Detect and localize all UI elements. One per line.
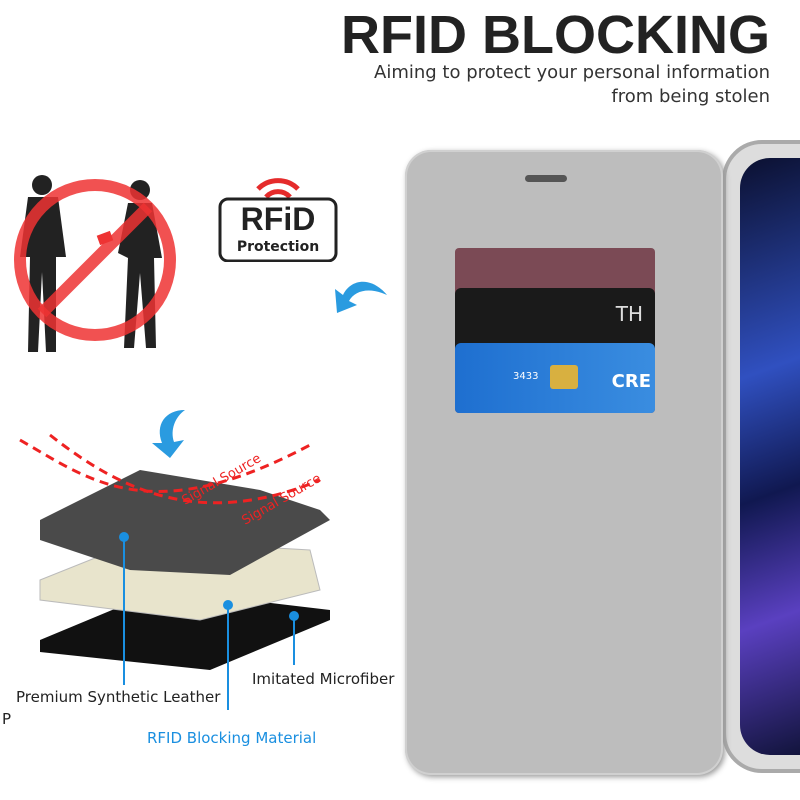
phone-screen: [740, 158, 800, 755]
badge-rfid-text: RFiD: [240, 201, 316, 237]
leather-label: Premium Synthetic Leather: [16, 688, 221, 706]
card-number: 3433: [513, 371, 539, 382]
card-text: CRE: [611, 371, 651, 392]
card-window: TH 3433 CRE: [455, 248, 655, 413]
subtitle-line-2: from being stolen: [611, 86, 770, 107]
rfid-material-label: RFID Blocking Material: [147, 729, 317, 747]
badge-protection-text: Protection: [236, 239, 320, 255]
chip-icon: [550, 365, 578, 389]
leather-layer: [40, 470, 330, 575]
page-title: RFID BLOCKING: [341, 5, 770, 65]
speaker-grille: [525, 175, 567, 182]
rfid-protection-badge: RFiD Protection: [218, 175, 338, 262]
phone: [722, 140, 800, 773]
curved-arrow-icon: [152, 410, 185, 458]
wifi-signal-icon: [218, 178, 338, 262]
microfiber-label: Imitated Microfiber: [252, 670, 395, 688]
curved-arrow-icon: [335, 281, 387, 313]
no-theft-icon: [14, 175, 176, 352]
microfiber-layer: [40, 590, 330, 670]
layer-diagram: Signal Source Signal Source: [19, 433, 330, 710]
subtitle-line-1: Aiming to protect your personal informat…: [374, 62, 770, 83]
card-text: TH: [615, 302, 643, 326]
wallet-case: TH 3433 CRE: [405, 150, 723, 775]
blue-card: 3433 CRE: [455, 343, 655, 413]
cut-text: P: [2, 710, 12, 728]
